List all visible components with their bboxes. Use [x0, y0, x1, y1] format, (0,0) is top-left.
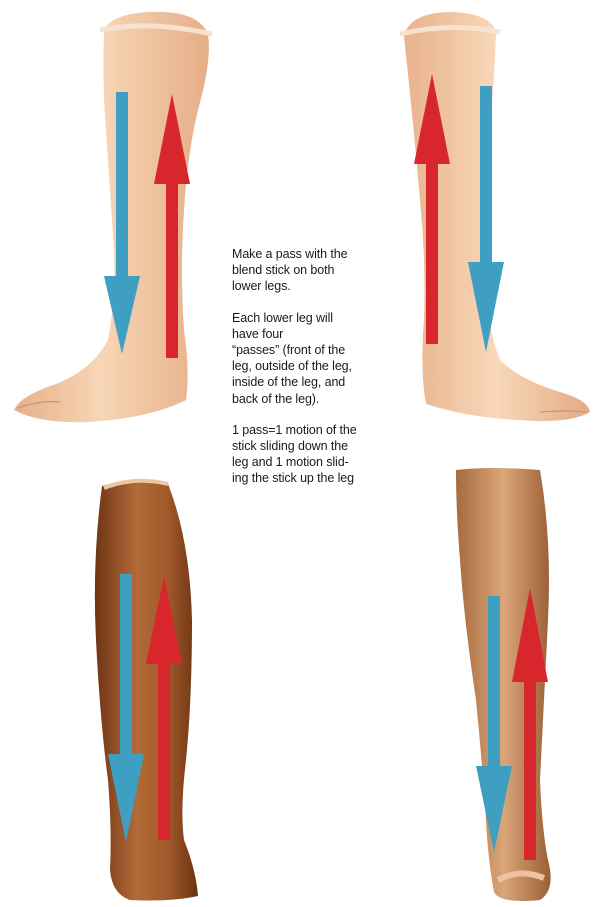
instruction-line: Make a pass with the [232, 246, 442, 262]
instruction-line: Each lower leg will [232, 310, 442, 326]
leg-top-left [14, 12, 212, 422]
instruction-line: lower legs. [232, 278, 442, 294]
instruction-paragraph-2: Each lower leg will have four “passes” (… [232, 310, 442, 407]
instruction-line: stick sliding down the [232, 438, 442, 454]
instruction-line: ing the stick up the leg [232, 470, 442, 486]
instructions-text: Make a pass with the blend stick on both… [232, 246, 442, 502]
instruction-paragraph-3: 1 pass=1 motion of the stick sliding dow… [232, 422, 442, 487]
instruction-line: blend stick on both [232, 262, 442, 278]
instruction-line: 1 pass=1 motion of the [232, 422, 442, 438]
leg-bottom-right [456, 468, 551, 901]
instruction-paragraph-1: Make a pass with the blend stick on both… [232, 246, 442, 295]
instruction-line: “passes” (front of the [232, 342, 442, 358]
instruction-line: back of the leg). [232, 391, 442, 407]
instruction-line: leg and 1 motion slid- [232, 454, 442, 470]
instruction-line: leg, outside of the leg, [232, 358, 442, 374]
instruction-line: have four [232, 326, 442, 342]
leg-bottom-left [95, 481, 198, 901]
instruction-line: inside of the leg, and [232, 374, 442, 390]
